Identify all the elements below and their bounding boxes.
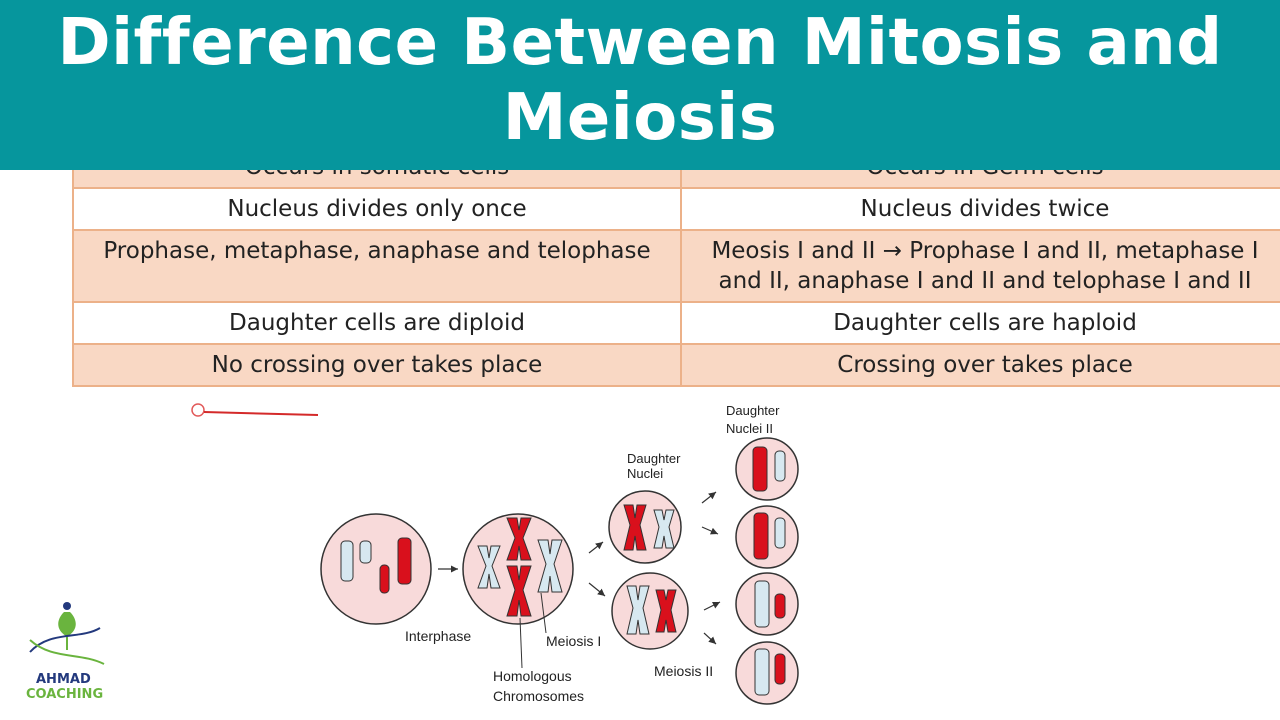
- mitosis-cell: Daughter cells are diploid: [72, 301, 682, 345]
- daughter-cell-top: [608, 490, 682, 564]
- ahmad-coaching-logo: AHMAD COACHING: [26, 602, 105, 702]
- chromosomes-daughter-top: [623, 504, 675, 551]
- meiosis-cell: Nucleus divides twice: [680, 187, 1280, 231]
- chromosomes-daughter-ii: [752, 446, 786, 696]
- page-title: Difference Between Mitosis and Meiosis: [57, 6, 1223, 155]
- annotation-underline: [191, 403, 319, 417]
- mitosis-cell: Prophase, metaphase, anaphase and teloph…: [72, 229, 682, 303]
- table-row: Prophase, metaphase, anaphase and teloph…: [72, 229, 1280, 303]
- label-chromosomes: Chromosomes: [493, 688, 584, 704]
- meiosis-cell: Daughter cells are haploid: [680, 301, 1280, 345]
- interphase-cell: [320, 513, 432, 625]
- meiosis-cell: Meosis I and II → Prophase I and II, met…: [680, 229, 1280, 303]
- comparison-table: Occurs in somatic cellsOccurs in Germ ce…: [72, 150, 1280, 387]
- meiosis-one-pointer: [540, 592, 547, 634]
- logo-line-2: COACHING: [26, 687, 103, 702]
- chromosomes-meiosis-one: [477, 517, 563, 617]
- label-nuclei: Nuclei: [627, 466, 663, 481]
- process-arrows: [438, 491, 721, 645]
- logo-line-1: AHMAD: [36, 672, 91, 687]
- mitosis-cell: Nucleus divides only once: [72, 187, 682, 231]
- title-banner: Difference Between Mitosis and Meiosis: [0, 0, 1280, 170]
- label-homologous: Homologous: [493, 668, 572, 684]
- logo-dot-icon: [63, 602, 71, 610]
- homologous-pointer: [519, 617, 523, 669]
- mitosis-cell: No crossing over takes place: [72, 343, 682, 387]
- logo-dna-strand-icon: [29, 627, 101, 653]
- table-body: Occurs in somatic cellsOccurs in Germ ce…: [72, 150, 1280, 387]
- daughter-cell-bottom: [611, 572, 689, 650]
- label-daughter: Daughter: [627, 451, 681, 466]
- label-interphase: Interphase: [405, 628, 471, 644]
- label-daughter-ii: Daughter: [726, 403, 780, 418]
- label-meiosis-one: Meiosis I: [546, 633, 601, 649]
- chromosomes-interphase: [340, 537, 412, 594]
- logo-dna-strand-2-icon: [29, 639, 105, 665]
- chromosomes-daughter-bottom: [626, 585, 677, 635]
- meiosis-cell: Crossing over takes place: [680, 343, 1280, 387]
- logo-plant-icon: [58, 612, 76, 650]
- label-meiosis-two: Meiosis II: [654, 663, 713, 679]
- label-nuclei-ii: Nuclei II: [726, 421, 773, 436]
